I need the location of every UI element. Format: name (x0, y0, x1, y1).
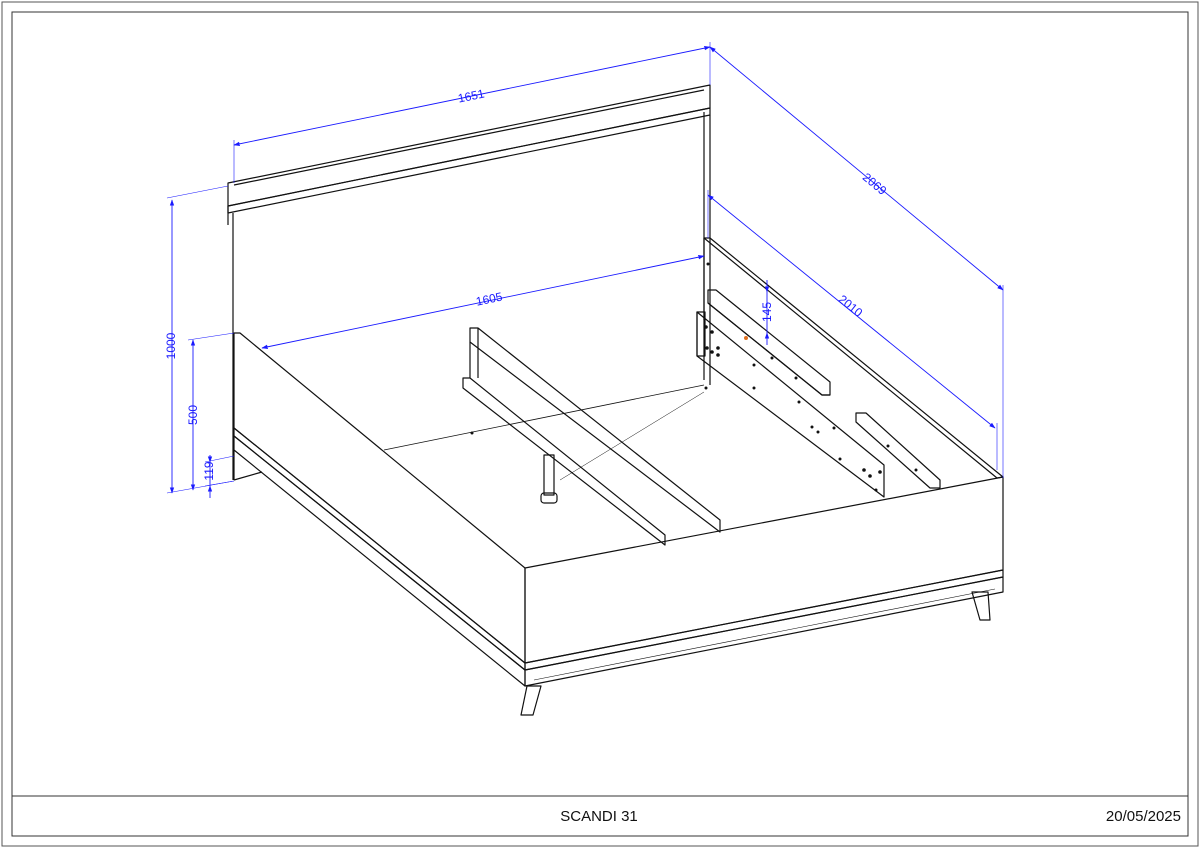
model-name: SCANDI 31 (560, 808, 638, 825)
inner-border (11, 11, 1189, 837)
right-side-rail (696, 237, 1004, 498)
dim-label-1605: 1605 (475, 289, 504, 308)
dim-line-2069 (709, 46, 1004, 291)
dim-label-1000: 1000 (164, 332, 178, 359)
headboard (227, 84, 711, 480)
dim-label-145: 145 (760, 302, 774, 322)
dim-label-1651: 1651 (457, 86, 486, 105)
front-leg-right (971, 591, 991, 621)
drawing-date: 20/05/2025 (1106, 808, 1181, 825)
center-beam (462, 327, 721, 546)
center-leg (540, 454, 558, 504)
bed-drawing (227, 84, 1004, 716)
dim-label-2069: 2069 (860, 170, 890, 198)
inner-floor-line-2 (559, 391, 705, 481)
footboard (524, 476, 1004, 687)
left-side-rail (233, 332, 526, 687)
dim-line-2010 (707, 194, 996, 429)
dim-label-119: 119 (202, 461, 216, 480)
orange-marker (744, 336, 748, 340)
dim-line-1605 (261, 254, 705, 350)
front-leg-left (520, 685, 542, 716)
dim-label-500: 500 (186, 405, 200, 425)
dim-line-1651 (233, 45, 711, 147)
dim-label-2010: 2010 (836, 292, 866, 320)
inner-floor-line (383, 384, 705, 451)
dimension-lines (166, 42, 1004, 498)
